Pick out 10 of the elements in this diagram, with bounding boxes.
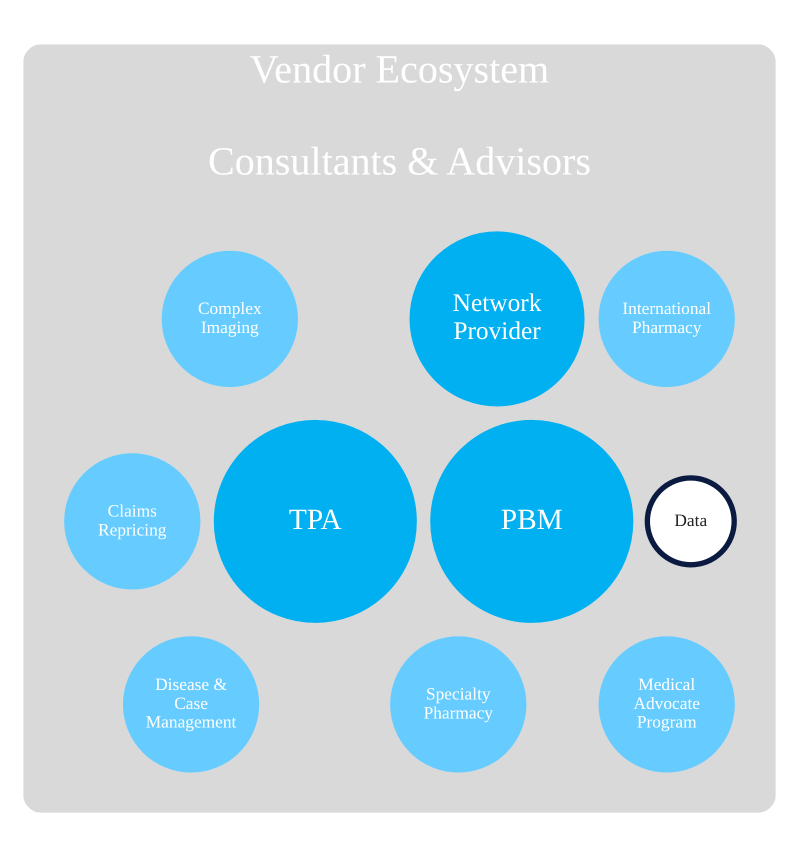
node-circle: Medical Advocate Program bbox=[598, 636, 735, 773]
node-circle: Complex Imaging bbox=[162, 250, 298, 388]
node-circle: Data bbox=[644, 475, 737, 568]
node-circle: PBM bbox=[430, 420, 634, 623]
node-circle: Network Provider bbox=[410, 231, 585, 406]
node-circle: TPA bbox=[214, 420, 417, 623]
node-circle: Disease & Case Management bbox=[122, 636, 260, 773]
node-circle: Claims Repricing bbox=[64, 453, 200, 590]
node-circle: Specialty Pharmacy bbox=[390, 636, 526, 773]
node-circle: International Pharmacy bbox=[598, 250, 735, 388]
